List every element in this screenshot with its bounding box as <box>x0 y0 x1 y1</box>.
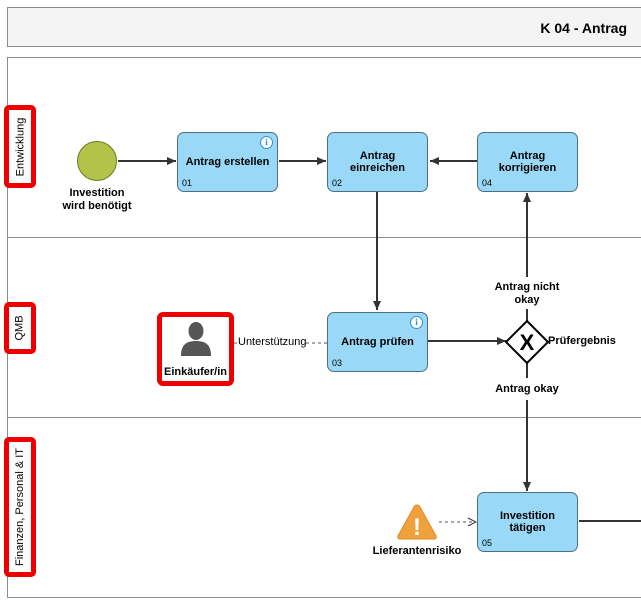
task-investition-taetigen[interactable]: Investition tätigen 05 <box>477 492 578 552</box>
person-icon <box>181 322 211 356</box>
role-einkaeufer[interactable]: Einkäufer/in <box>157 312 234 386</box>
task-number: 02 <box>332 178 343 188</box>
exclusive-gateway[interactable]: X <box>505 320 549 364</box>
lane-label-finanzen[interactable]: Finanzen, Personal & IT <box>4 437 36 577</box>
task-label: Investition tätigen <box>499 510 555 534</box>
lane-label-qmb[interactable]: QMB <box>4 302 36 354</box>
task-label: Antrag einreichen <box>349 150 406 174</box>
task-number: 03 <box>332 358 343 368</box>
task-number: 01 <box>182 178 193 188</box>
lane-separator <box>7 417 641 418</box>
diagram-title: K 04 - Antrag <box>540 20 627 36</box>
lane-separator <box>7 237 641 238</box>
task-label: Antrag korrigieren <box>498 150 557 174</box>
warning-icon[interactable]: ! <box>396 503 438 541</box>
task-label: Antrag prüfen <box>341 336 414 348</box>
diagram-header: K 04 - Antrag <box>7 7 641 47</box>
start-event[interactable] <box>77 141 117 181</box>
start-event-label: Investition wird benötigt <box>62 187 132 212</box>
flow-label-not-okay: Antrag nicht okay <box>487 281 567 307</box>
info-icon[interactable]: i <box>410 316 423 329</box>
task-antrag-einreichen[interactable]: Antrag einreichen 02 <box>327 132 428 192</box>
task-antrag-korrigieren[interactable]: Antrag korrigieren 04 <box>477 132 578 192</box>
task-number: 04 <box>482 178 493 188</box>
flow-label-okay: Antrag okay <box>490 383 564 395</box>
task-number: 05 <box>482 538 493 548</box>
risk-label: Lieferantenrisiko <box>372 545 462 557</box>
task-label: Antrag erstellen <box>185 156 270 168</box>
gateway-x-icon: X <box>520 330 535 355</box>
task-antrag-erstellen[interactable]: Antrag erstellen 01 i <box>177 132 278 192</box>
lane-label-entwicklung[interactable]: Entwicklung <box>4 105 36 188</box>
association-label-support: Unterstützung <box>238 336 307 348</box>
warning-mark: ! <box>413 514 421 541</box>
task-antrag-pruefen[interactable]: Antrag prüfen 03 i <box>327 312 428 372</box>
role-label: Einkäufer/in <box>164 366 227 378</box>
gateway-label: Prüfergebnis <box>548 335 616 347</box>
info-icon[interactable]: i <box>260 136 273 149</box>
